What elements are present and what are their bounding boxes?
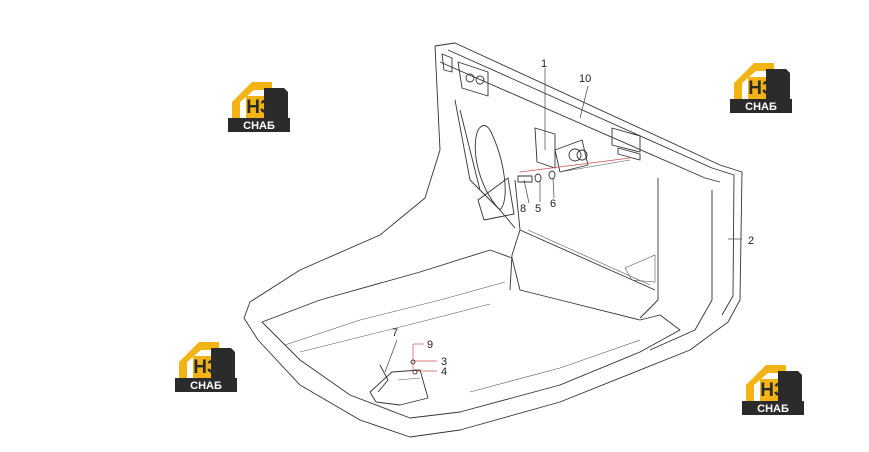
- callout-1: 1: [541, 58, 547, 70]
- logo-mark-text: НЗ: [760, 380, 786, 401]
- logo-mark-text: НЗ: [193, 357, 219, 378]
- logo-caption: СНАБ: [243, 120, 275, 132]
- callout-2: 2: [748, 235, 754, 247]
- logo-caption: СНАБ: [757, 403, 789, 415]
- callout-9: 9: [427, 339, 433, 351]
- logo-mark-text: НЗ: [748, 78, 774, 99]
- callouts: 1 10 2 8 5 6 7 9 3 4: [392, 58, 754, 378]
- callout-3: 3: [441, 356, 447, 368]
- logo-mark-text: НЗ: [246, 97, 272, 118]
- callout-7: 7: [392, 327, 398, 339]
- callout-5: 5: [535, 203, 541, 215]
- logo-bottom-left: НЗ СНАБ: [175, 342, 237, 392]
- callout-10: 10: [579, 73, 591, 85]
- logo-bottom-right: НЗ СНАБ: [742, 365, 804, 415]
- logo-top-left: НЗ СНАБ: [228, 82, 290, 132]
- logo-caption: СНАБ: [745, 101, 777, 113]
- callout-6: 6: [550, 198, 556, 210]
- callout-4: 4: [441, 366, 447, 378]
- logo-top-right: НЗ СНАБ: [730, 63, 792, 113]
- callout-8: 8: [520, 203, 526, 215]
- leader-lines: [384, 68, 742, 373]
- logo-caption: СНАБ: [190, 380, 222, 392]
- housing-drawing: [243, 42, 743, 438]
